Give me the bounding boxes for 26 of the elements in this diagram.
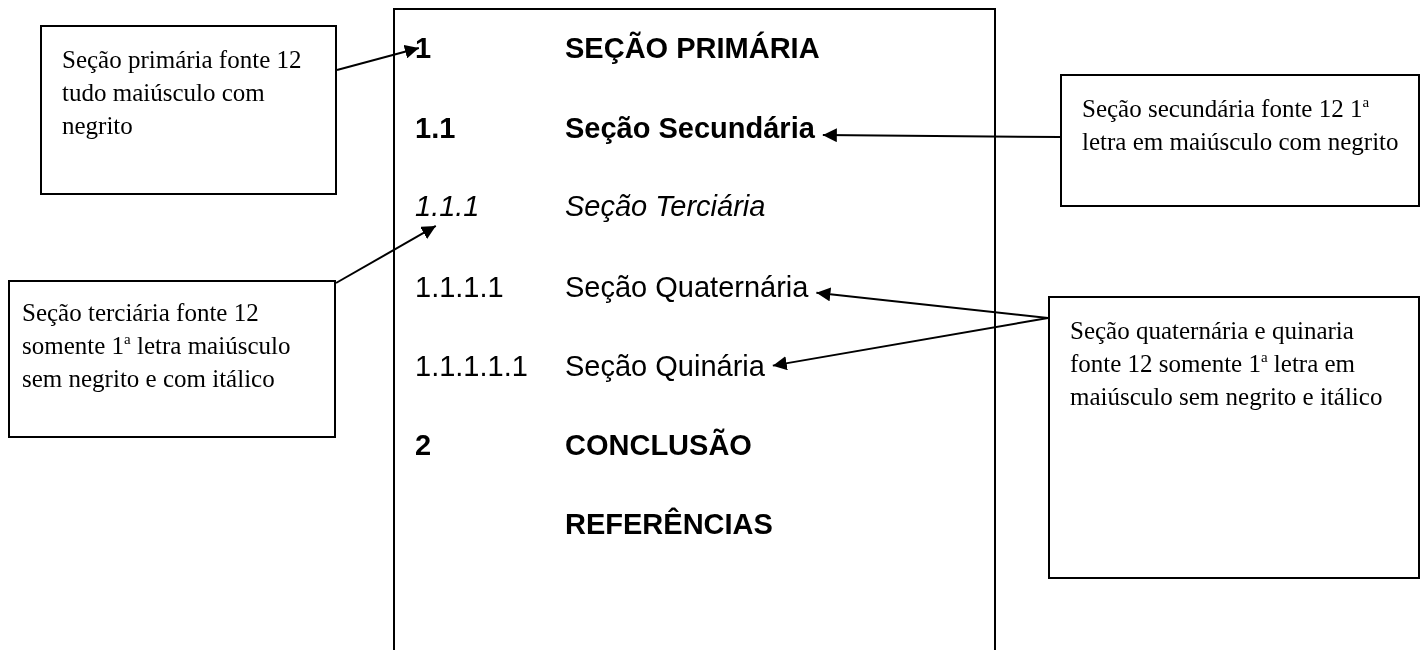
section-title: Seção Quaternária [565, 271, 809, 303]
section-title: CONCLUSÃO [565, 429, 752, 461]
arrow [821, 128, 1061, 143]
callout-text: Seção secundária fonte 12 1$^{a}$ letra em maiúsculo com negrito [1082, 92, 1400, 157]
callout-box [40, 25, 337, 195]
section-number: 1 [415, 31, 433, 65]
arrow [771, 317, 1049, 371]
callout-text: Seção primária fonte 12 tudo maiúsculo com negrito [62, 45, 303, 141]
section-number: 1.1.1.1.1 [415, 349, 529, 383]
section-title: Seção Secundária [565, 112, 815, 144]
section-title: Seção Quinária [565, 350, 765, 382]
callout-text: Seção terciária fonte 12 somente 1$^{a}$ letra maiúsculo sem negrito e com itálico [22, 298, 292, 394]
section-number: 1.1.1 [415, 189, 481, 223]
section-title: Seção Terciária [565, 190, 766, 222]
arrow [336, 44, 420, 71]
section-title: SEÇÃO PRIMÁRIA [565, 32, 820, 64]
page-frame [393, 8, 996, 650]
callout-box [1048, 296, 1420, 579]
section-title: REFERÊNCIAS [565, 508, 773, 540]
callout-box [8, 280, 336, 438]
arrow [335, 225, 437, 284]
callout-text: Seção quaternária e quinaria fonte 12 somente 1$^{a}$ letra em maiúsculo sem negrito e itálico [1070, 316, 1384, 412]
section-number: 1.1.1.1 [415, 270, 505, 304]
section-number: 2 [415, 428, 433, 462]
callout-box [1060, 74, 1420, 207]
section-number: 1.1 [415, 111, 457, 145]
